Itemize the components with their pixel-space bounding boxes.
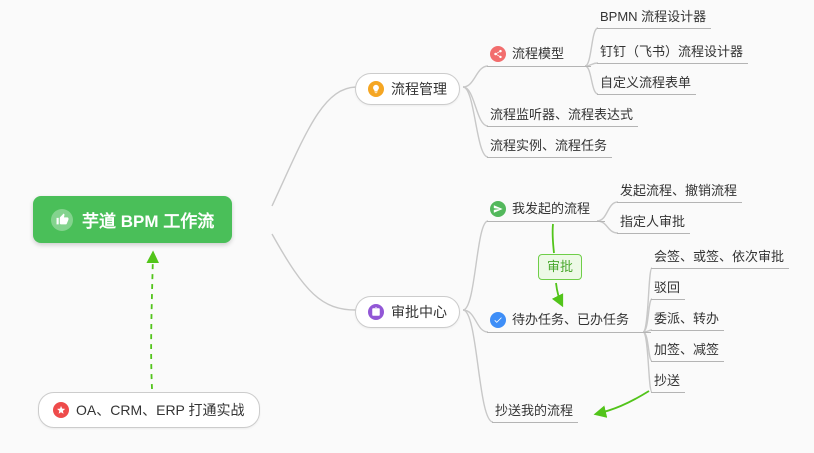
topic-dingtalk-designer[interactable]: 钉钉（飞书）流程设计器 (597, 44, 749, 64)
topic-bpmn-designer[interactable]: BPMN 流程设计器 (597, 9, 712, 29)
star-icon (53, 402, 69, 418)
relationship-label-approval[interactable]: 审批 (538, 254, 583, 280)
topic-cc[interactable]: 抄送 (651, 373, 686, 393)
share-flow-icon (490, 46, 506, 62)
topic-process-model[interactable]: 流程模型 (487, 46, 591, 67)
topic-initiate-cancel[interactable]: 发起流程、撤销流程 (617, 183, 743, 203)
node-oa-crm-erp-practice[interactable]: OA、CRM、ERP 打通实战 (38, 392, 260, 428)
node-oa-crm-erp-label: OA、CRM、ERP 打通实战 (76, 402, 245, 418)
clipboard-icon (368, 304, 384, 320)
topic-my-initiated-label: 我发起的流程 (512, 201, 591, 216)
thumbs-up-icon (51, 208, 73, 231)
lightbulb-icon (368, 81, 384, 97)
topic-delegate-transfer[interactable]: 委派、转办 (651, 311, 725, 331)
topic-instance-task[interactable]: 流程实例、流程任务 (487, 138, 613, 158)
topic-process-model-label: 流程模型 (512, 46, 565, 61)
root-node-bpm-workflow[interactable]: 芋道 BPM 工作流 (33, 196, 233, 243)
send-icon (490, 201, 506, 217)
node-approval-center-label: 审批中心 (391, 304, 447, 320)
topic-todo-done[interactable]: 待办任务、已办任务 (487, 312, 651, 333)
topic-assignee-approval[interactable]: 指定人审批 (617, 214, 691, 234)
topic-my-initiated[interactable]: 我发起的流程 (487, 201, 605, 222)
node-process-management-label: 流程管理 (391, 81, 447, 97)
root-label: 芋道 BPM 工作流 (82, 212, 215, 231)
topic-todo-done-label: 待办任务、已办任务 (512, 312, 630, 327)
node-process-management[interactable]: 流程管理 (355, 73, 460, 105)
node-approval-center[interactable]: 审批中心 (355, 296, 460, 328)
topic-reject[interactable]: 驳回 (651, 280, 686, 300)
topic-countersign[interactable]: 会签、或签、依次审批 (651, 249, 790, 269)
topic-add-remove-sign[interactable]: 加签、减签 (651, 342, 725, 362)
topic-cc-my-process[interactable]: 抄送我的流程 (492, 403, 579, 423)
topic-custom-form[interactable]: 自定义流程表单 (597, 75, 697, 95)
topic-listener-expression[interactable]: 流程监听器、流程表达式 (487, 107, 639, 127)
check-icon (490, 312, 506, 328)
